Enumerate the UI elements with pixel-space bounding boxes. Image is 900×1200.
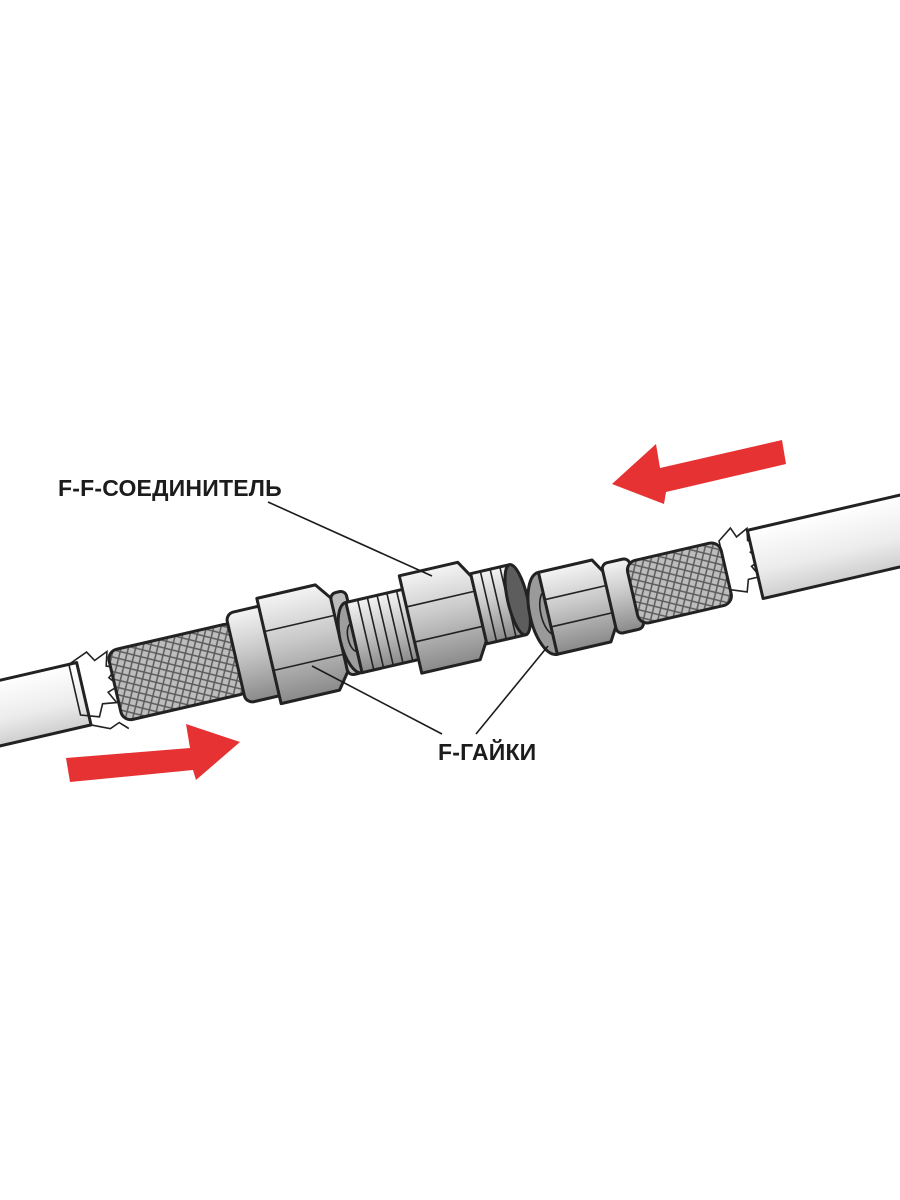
nuts-label: F-ГАЙКИ — [438, 738, 536, 765]
right-cable-braid — [625, 541, 733, 625]
left-cable-braid — [107, 622, 250, 722]
connector-leader-line — [267, 501, 433, 577]
nut-leader-line-left — [311, 665, 443, 735]
nut-leader-line-right — [475, 645, 549, 735]
connector-label: F-F-СОЕДИНИТЕЛЬ — [58, 475, 282, 501]
left-cable-jacket — [0, 661, 93, 772]
right-cable-assembly — [526, 470, 900, 656]
arrow-right-icon — [66, 724, 240, 782]
f-f-connector — [336, 560, 532, 675]
arrow-left-icon — [612, 440, 786, 504]
right-cable-jacket — [745, 470, 900, 601]
